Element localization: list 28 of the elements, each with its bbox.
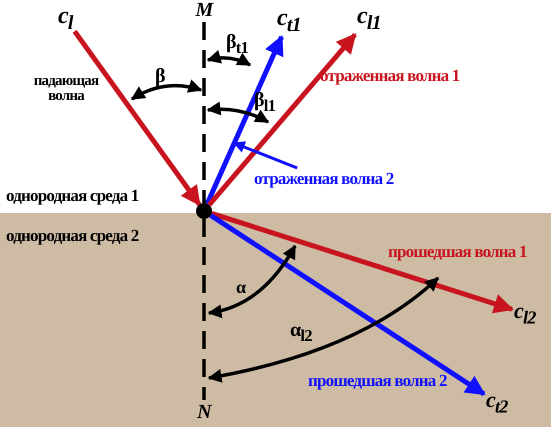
wave-arrow: [210, 211, 514, 314]
symbol-label: c$_{t2}$: [486, 389, 508, 416]
angle-label: β$_{l1}$: [254, 90, 276, 115]
medium-label: однородная среда 1: [6, 187, 138, 204]
leader-line: [232, 141, 298, 170]
symbol-label: c$_{l}$: [58, 4, 73, 33]
normal-line: [202, 22, 206, 203]
wave-arrow: [209, 213, 486, 396]
wave-label: прошедшая волна 2: [308, 372, 447, 389]
symbol-label: M: [196, 0, 212, 20]
symbol-label: c$_{l1}$: [357, 4, 381, 33]
symbol-label: c$_{t1}$: [277, 6, 301, 35]
wave-label: отраженная волна 1: [320, 67, 460, 84]
angle-label: β$_{t1}$: [226, 32, 248, 57]
incidence-point: [196, 203, 212, 219]
angle-label: β: [155, 66, 165, 86]
wave-label: падающая волна: [32, 74, 100, 104]
wave-arrow: [207, 33, 357, 207]
wave-label: отраженная волна 2: [254, 170, 394, 187]
wave-label: прошедшая волна 1: [388, 243, 527, 260]
wave-arrow: [204, 34, 284, 205]
medium-label: однородная среда 2: [6, 227, 138, 244]
normal-line: [202, 219, 206, 400]
angle-label: α$_{l2}$: [290, 320, 312, 345]
symbol-label: c$_{l2}$: [514, 300, 536, 327]
angle-label: α: [236, 278, 246, 296]
wave-arrow: [72, 30, 202, 206]
symbol-label: N: [197, 402, 211, 422]
